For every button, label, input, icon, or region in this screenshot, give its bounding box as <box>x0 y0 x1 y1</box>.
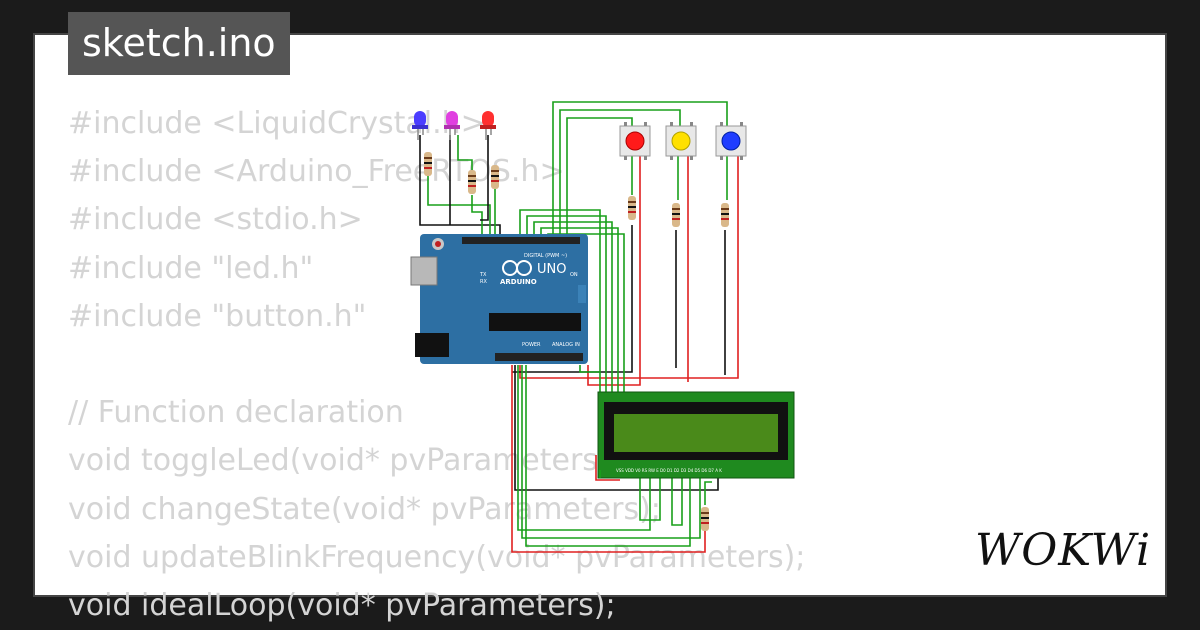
code-line-4: #include "led.h" <box>68 250 314 286</box>
resistor-4 <box>628 196 636 220</box>
arduino-uno-board[interactable]: UNO ARDUINO DIGITAL (PWM ~) POWER ANALOG… <box>410 234 588 364</box>
code-line-8: void toggleLed(void* pvParameters); <box>68 443 620 479</box>
digital-label: DIGITAL (PWM ~) <box>524 253 567 259</box>
resistor-1 <box>424 152 432 176</box>
code-line-9: void changeState(void* pvParameters); <box>68 491 661 527</box>
power-jack <box>415 333 449 357</box>
board-model: UNO <box>537 262 566 277</box>
resistor-3 <box>491 165 499 189</box>
analog-label: ANALOG IN <box>552 342 580 348</box>
code-line-10: void updateBlinkFrequency(void* pvParame… <box>68 539 806 575</box>
power-label: POWER <box>522 342 541 348</box>
lcd-pin-labels: VSS VDD V0 RS RW E D0 D1 D2 D3 D4 D5 D6 … <box>616 468 722 473</box>
rx-label: RX <box>480 279 487 285</box>
on-label: ON <box>570 272 578 278</box>
resistor-6 <box>721 203 729 227</box>
board-brand: ARDUINO <box>500 278 537 286</box>
resistors <box>424 152 729 531</box>
resistor-2 <box>468 170 476 194</box>
wokwi-logo: WOKWi <box>975 525 1152 576</box>
pushbutton-blue[interactable] <box>715 122 747 160</box>
code-line-11: void idealLoop(void* pvParameters); <box>68 587 616 623</box>
code-line-5: #include "button.h" <box>68 298 367 334</box>
pushbutton-red[interactable] <box>619 122 651 160</box>
code-editor: #include <LiquidCrystal.h> #include <Ardu… <box>68 100 805 630</box>
code-line-3: #include <stdio.h> <box>68 202 363 238</box>
file-title: sketch.ino <box>68 12 290 75</box>
led-blue[interactable] <box>412 111 428 140</box>
usb-port <box>410 256 438 286</box>
resistor-7 <box>701 507 709 531</box>
lcd-display[interactable]: VSS VDD V0 RS RW E D0 D1 D2 D3 D4 D5 D6 … <box>597 391 795 479</box>
pushbutton-yellow[interactable] <box>665 122 697 160</box>
tx-label: TX <box>479 272 487 278</box>
resistor-5 <box>672 203 680 227</box>
led-red[interactable] <box>480 111 496 140</box>
wires <box>419 101 739 553</box>
atmega-chip <box>489 313 581 331</box>
led-magenta[interactable] <box>444 111 460 140</box>
code-line-2: #include <Arduino_FreeRTOS.h> <box>68 154 565 190</box>
code-line-1: #include <LiquidCrystal.h> <box>68 106 486 141</box>
code-line-7: // Function declaration <box>68 395 404 431</box>
